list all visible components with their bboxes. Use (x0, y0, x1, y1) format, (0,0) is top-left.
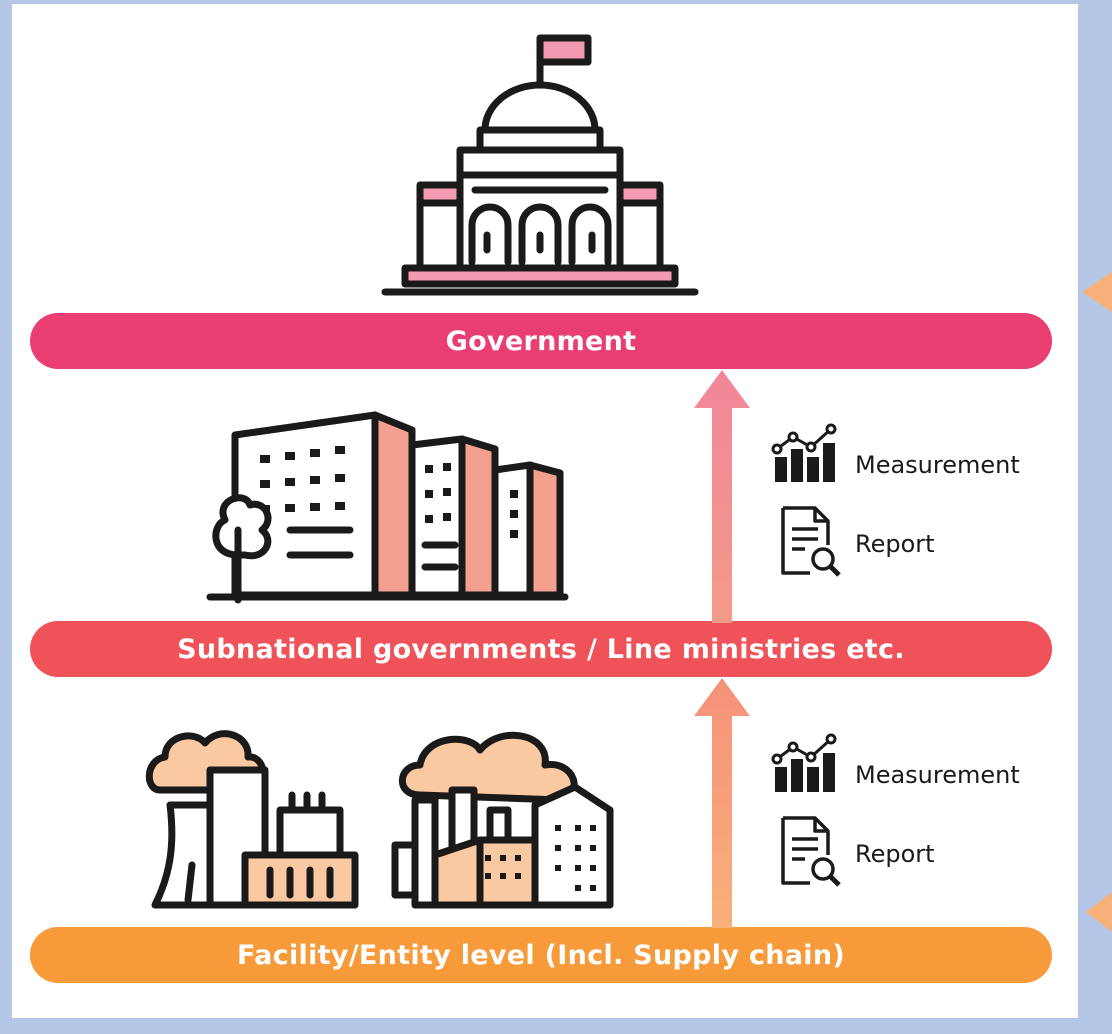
edge-triangle-upper (1082, 272, 1112, 312)
office-buildings-icon (206, 411, 569, 604)
report-label-lower: Report (855, 840, 935, 868)
upward-arrow-lower (694, 678, 750, 928)
chart-icon (771, 733, 837, 792)
measurement-label-upper: Measurement (855, 451, 1020, 479)
subnational-label: Subnational governments / Line ministrie… (177, 633, 905, 665)
upward-arrow-upper (694, 370, 750, 623)
capitol-building-icon (381, 34, 699, 296)
report-search-icon (781, 506, 841, 577)
government-level-bar: Government (30, 313, 1052, 369)
report-label-upper: Report (855, 530, 935, 558)
facility-label: Facility/Entity level (Incl. Supply chai… (236, 939, 846, 971)
factory-icon (145, 730, 614, 909)
measurement-label-lower: Measurement (855, 761, 1020, 789)
edge-triangle-lower (1086, 892, 1112, 932)
subnational-level-bar: Subnational governments / Line ministrie… (30, 621, 1052, 677)
chart-icon (771, 423, 837, 482)
report-search-icon (781, 816, 841, 887)
facility-level-bar: Facility/Entity level (Incl. Supply chai… (30, 927, 1052, 983)
government-label: Government (445, 325, 637, 357)
